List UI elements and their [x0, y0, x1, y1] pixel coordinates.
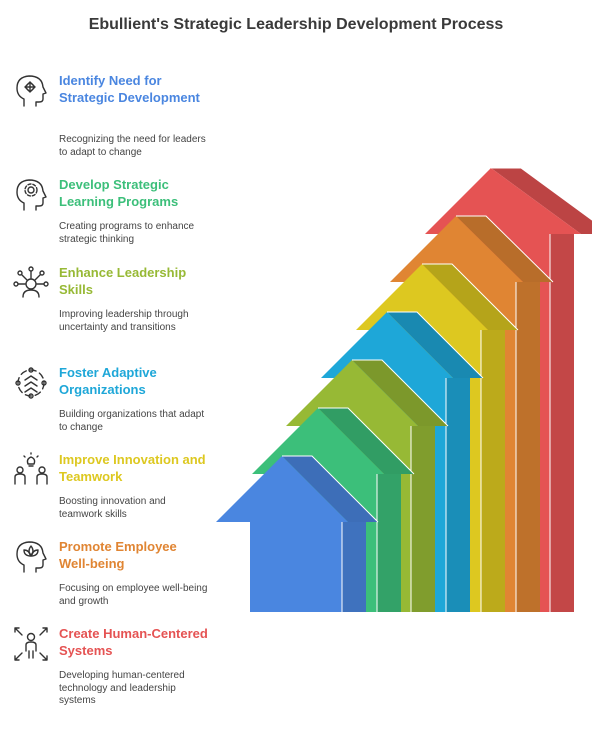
leader-network-icon [12, 264, 50, 302]
arrow-step-1 [216, 455, 379, 612]
step-description: Focusing on employee well-being and grow… [59, 583, 208, 607]
arrow-edge-line [318, 407, 415, 475]
step-description: Developing human-centered technology and… [59, 670, 185, 706]
step-description: Creating programs to enhance strategic t… [59, 221, 195, 245]
step-description: Recognizing the need for leaders to adap… [59, 134, 206, 158]
person-arrows-icon [12, 625, 50, 663]
page-title: Ebullient's Strategic Leadership Develop… [88, 16, 504, 33]
arrow-face [216, 456, 348, 612]
step-title: Create Human-Centered Systems [59, 626, 208, 658]
arrow-edge-line [491, 167, 592, 221]
head-arrows-icon [12, 72, 50, 110]
arrow-edge-line [387, 311, 484, 379]
arrow-edge-line [352, 359, 449, 427]
step-description: Improving leadership through uncertainty… [59, 309, 189, 333]
step-title: Foster Adaptive Organizations [59, 365, 157, 397]
arrow-head-facet [456, 216, 553, 282]
arrow-edge-line [282, 455, 379, 523]
arrow-head-facet [387, 312, 483, 378]
step-title: Identify Need for Strategic Development [59, 73, 200, 105]
step-title: Promote Employee Well-being [59, 539, 177, 571]
arrow-head-facet [491, 168, 592, 234]
step-title: Enhance Leadership Skills [59, 265, 187, 297]
arrow-head-facet [422, 264, 518, 330]
head-lotus-icon [12, 538, 50, 576]
head-gear-icon [12, 176, 50, 214]
step-description: Building organizations that adapt to cha… [59, 409, 205, 433]
adaptive-cycle-icon [12, 364, 50, 402]
arrow-head-facet [318, 408, 414, 474]
arrow-head-facet [282, 456, 378, 522]
team-lightbulb-icon [12, 451, 50, 489]
arrow-edge-line [422, 263, 519, 331]
arrow-head-facet [352, 360, 448, 426]
arrow-edge-line [456, 215, 554, 283]
step-description: Boosting innovation and teamwork skills [59, 496, 166, 520]
step-title: Develop Strategic Learning Programs [59, 177, 179, 209]
step-title: Improve Innovation and Teamwork [59, 452, 206, 484]
